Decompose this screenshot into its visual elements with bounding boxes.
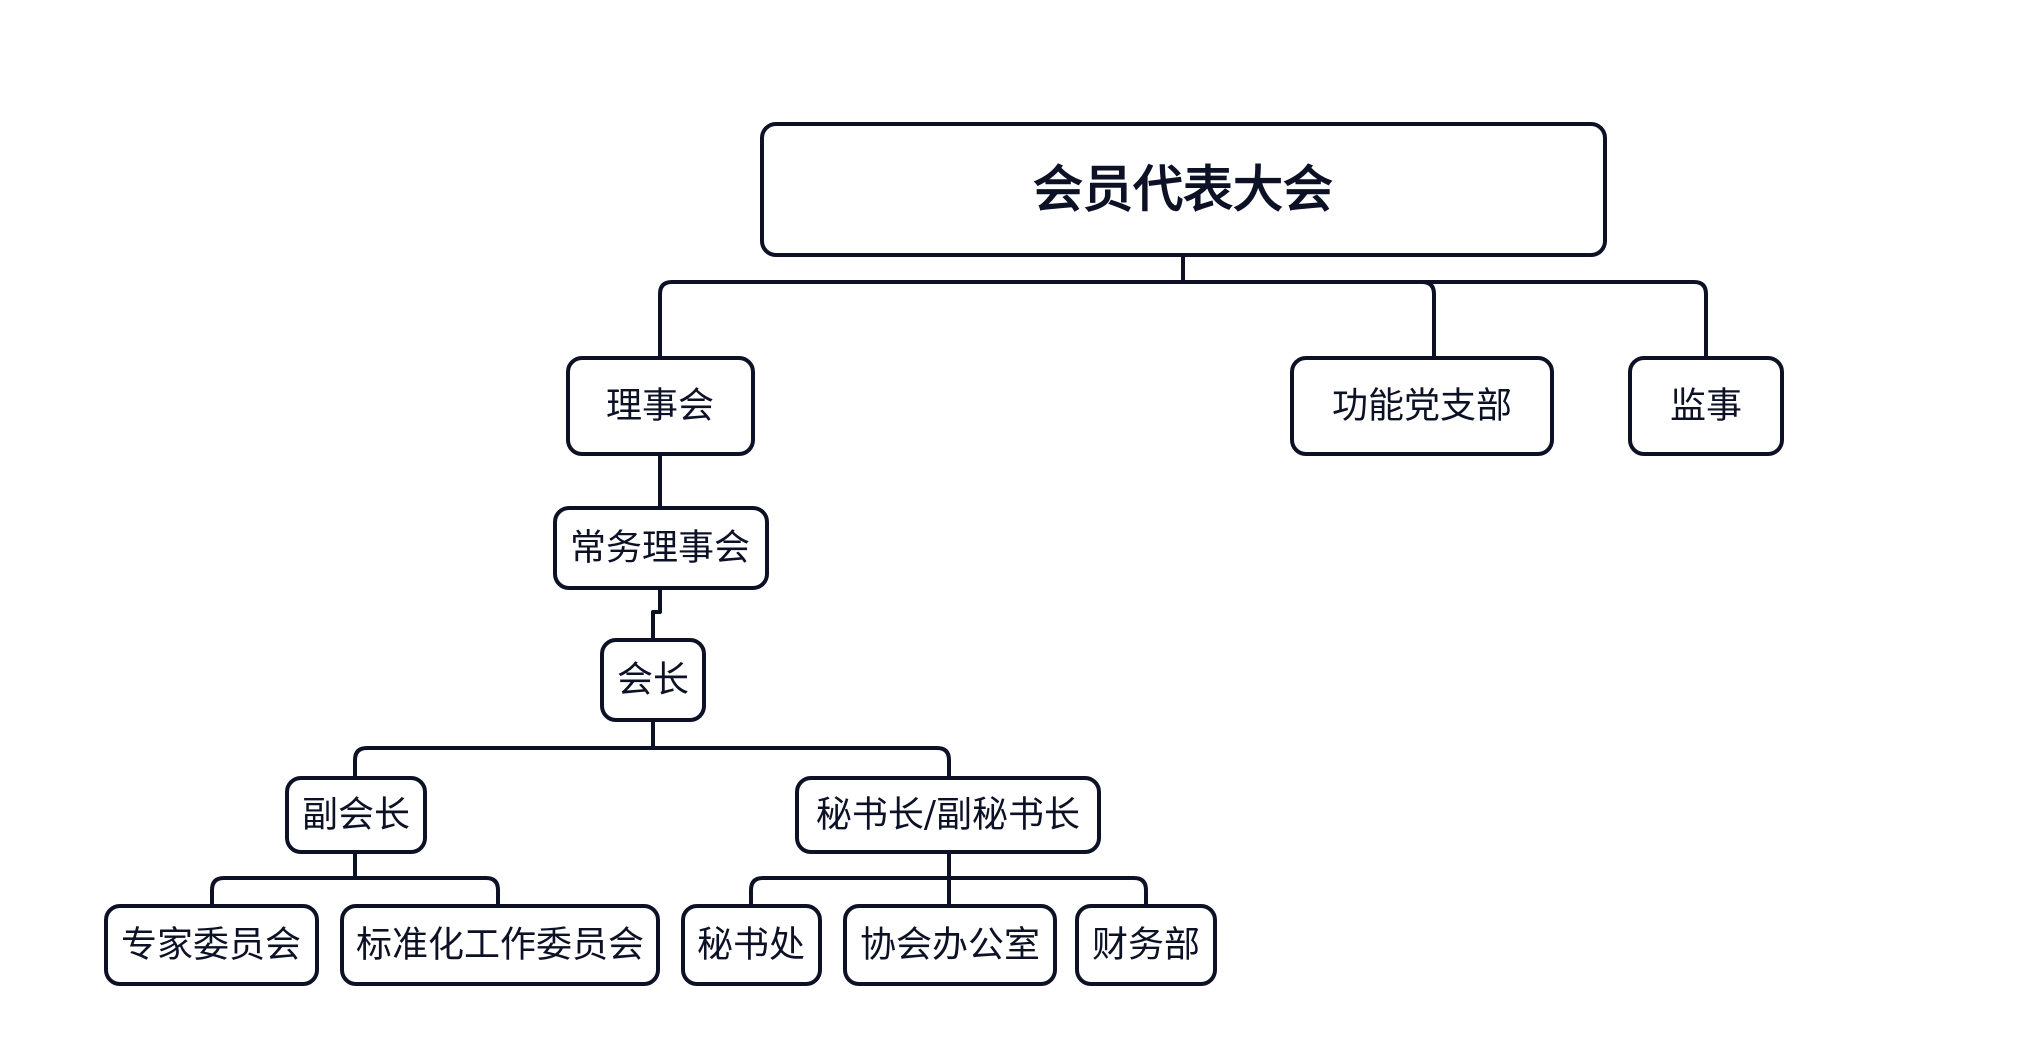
node-secretary-general-label: 秘书长/副秘书长 <box>816 795 1080 836</box>
node-association-office-label: 协会办公室 <box>860 925 1040 966</box>
node-president-label: 会长 <box>617 660 689 701</box>
node-standing-council: 常务理事会 <box>553 506 769 590</box>
node-secretariat: 秘书处 <box>681 904 822 986</box>
node-party-branch: 功能党支部 <box>1290 356 1554 456</box>
node-supervisor: 监事 <box>1628 356 1784 456</box>
node-secretariat-label: 秘书处 <box>697 925 805 966</box>
connector-secretary-children <box>749 850 1148 908</box>
node-standing-council-label: 常务理事会 <box>570 528 750 569</box>
node-vice-president-label: 副会长 <box>302 795 410 836</box>
connector-root-branches <box>658 280 1708 360</box>
node-expert-committee: 专家委员会 <box>104 904 319 986</box>
node-expert-committee-label: 专家委员会 <box>121 925 301 966</box>
node-secretary-general: 秘书长/副秘书长 <box>795 776 1101 854</box>
node-party-branch-label: 功能党支部 <box>1332 386 1512 427</box>
connector-president-branches <box>353 718 951 780</box>
node-general-assembly: 会员代表大会 <box>760 122 1607 257</box>
node-general-assembly-label: 会员代表大会 <box>1033 160 1333 219</box>
connector-vice-children <box>210 850 500 908</box>
connector-standing-president <box>651 586 662 642</box>
node-finance-department-label: 财务部 <box>1092 925 1200 966</box>
node-standardization-committee: 标准化工作委员会 <box>340 904 660 986</box>
node-association-office: 协会办公室 <box>843 904 1057 986</box>
node-supervisor-label: 监事 <box>1670 386 1742 427</box>
node-vice-president: 副会长 <box>285 776 427 854</box>
connectors <box>210 253 1708 908</box>
node-president: 会长 <box>600 638 706 722</box>
node-finance-department: 财务部 <box>1075 904 1217 986</box>
node-council: 理事会 <box>566 356 755 456</box>
node-council-label: 理事会 <box>606 386 714 427</box>
node-standardization-committee-label: 标准化工作委员会 <box>356 925 644 966</box>
